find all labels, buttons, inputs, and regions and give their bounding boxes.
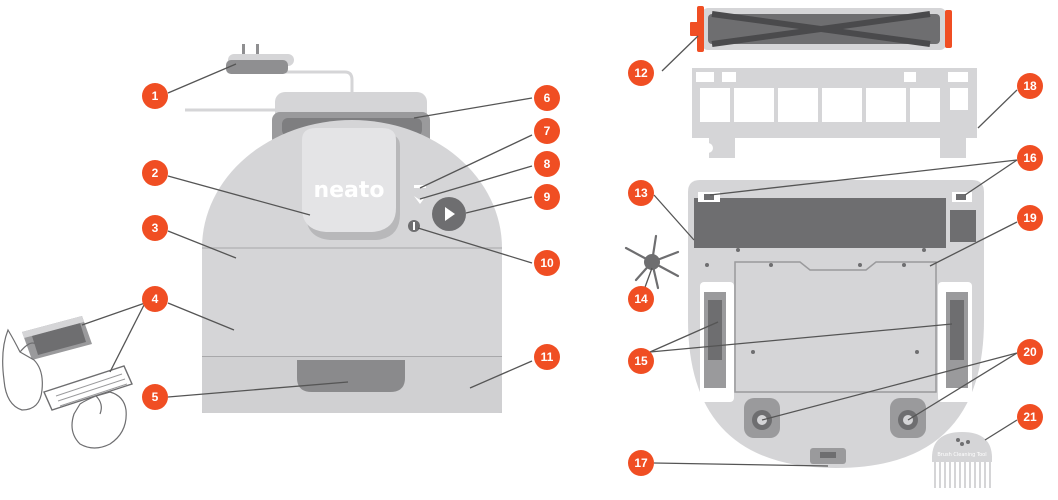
- leader-lines: [81, 35, 1018, 467]
- callout-9-label: 9: [544, 190, 551, 204]
- callout-21-label: 21: [1023, 410, 1037, 424]
- callout-7-label: 7: [544, 124, 551, 138]
- callout-8: 8: [534, 151, 560, 177]
- callout-12-label: 12: [634, 66, 648, 80]
- callout-17-label: 17: [634, 456, 648, 470]
- callout-16: 16: [1017, 145, 1043, 171]
- callout-8-label: 8: [544, 157, 551, 171]
- callout-18: 18: [1017, 73, 1043, 99]
- callout-21: 21: [1017, 404, 1043, 430]
- callout-5-label: 5: [152, 390, 159, 404]
- callout-4-label: 4: [152, 292, 159, 306]
- callout-19-label: 19: [1023, 211, 1037, 225]
- callout-20: 20: [1017, 339, 1043, 365]
- brush-channel: [694, 198, 946, 248]
- side-brush: [624, 234, 680, 290]
- callout-9: 9: [534, 184, 560, 210]
- bin-handle: [297, 360, 405, 392]
- callout-1: 1: [142, 83, 168, 109]
- play-icon: [445, 207, 455, 221]
- callout-14: 14: [628, 286, 654, 312]
- callout-1-label: 1: [152, 89, 159, 103]
- brush-cleaning-tool: Brush Cleaning Tool: [932, 432, 992, 488]
- wifi-indicator: [414, 185, 426, 188]
- filter-and-hands: [2, 316, 133, 449]
- callout-5: 5: [142, 384, 168, 410]
- callout-12: 12: [628, 60, 654, 86]
- callout-2: 2: [142, 160, 168, 186]
- callout-3-label: 3: [152, 221, 159, 235]
- callout-6: 6: [534, 85, 560, 111]
- robot-underside: [688, 180, 984, 468]
- callout-13-label: 13: [634, 186, 648, 200]
- robot-top-view: neato: [185, 44, 502, 413]
- brush-guard: [692, 68, 977, 158]
- callout-10-label: 10: [540, 256, 554, 270]
- combo-brush: [690, 6, 952, 52]
- callout-10: 10: [534, 250, 560, 276]
- callout-19: 19: [1017, 205, 1043, 231]
- callout-20-label: 20: [1023, 345, 1037, 359]
- callout-6-label: 6: [544, 91, 551, 105]
- power-adapter: [226, 44, 294, 74]
- callout-4: 4: [142, 286, 168, 312]
- callout-13: 13: [628, 180, 654, 206]
- robot-body: [202, 120, 502, 413]
- callout-18-label: 18: [1023, 79, 1037, 93]
- callout-14-label: 14: [634, 292, 648, 306]
- callout-2-label: 2: [152, 166, 159, 180]
- callout-3: 3: [142, 215, 168, 241]
- callout-11-label: 11: [541, 350, 554, 364]
- callout-15: 15: [628, 348, 654, 374]
- callout-15-label: 15: [634, 354, 648, 368]
- callout-11: 11: [534, 344, 560, 370]
- tool-label: Brush Cleaning Tool: [937, 452, 986, 458]
- power-cord: [285, 70, 354, 100]
- callout-7: 7: [534, 118, 560, 144]
- brand-logo-text: neato: [313, 178, 384, 203]
- callout-16-label: 16: [1023, 151, 1037, 165]
- callout-17: 17: [628, 450, 654, 476]
